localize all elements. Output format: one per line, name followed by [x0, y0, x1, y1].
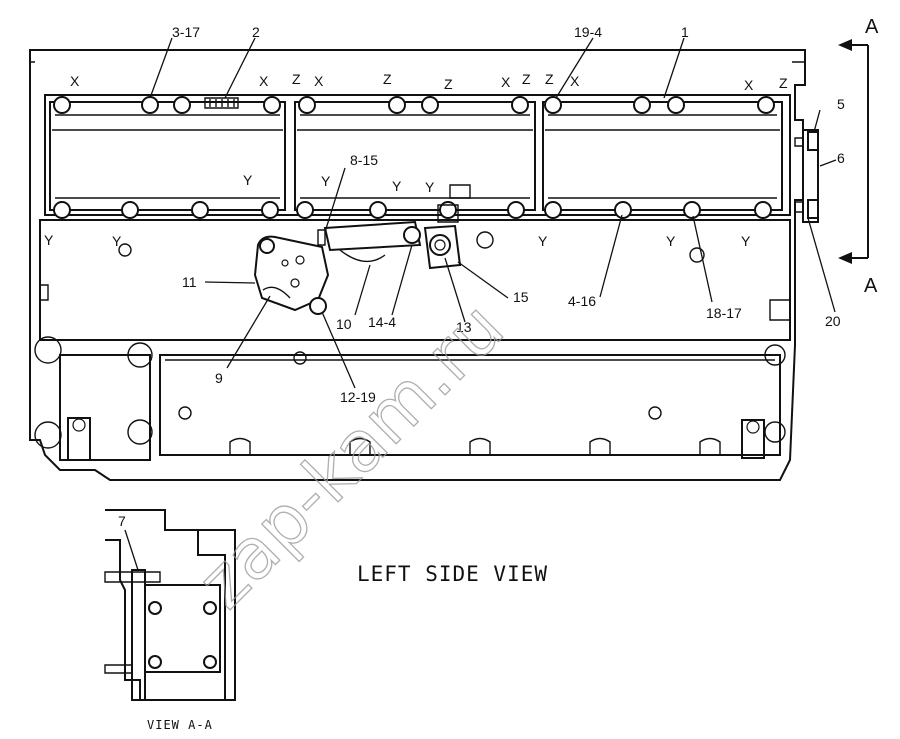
mark-y: Y: [112, 233, 122, 249]
callout-14-4: 14-4: [368, 314, 396, 330]
mark-y: Y: [44, 232, 54, 248]
callout-19-4: 19-4: [574, 24, 602, 40]
callout-2: 2: [252, 24, 260, 40]
cylinder-block-outline: [29, 49, 806, 481]
view-a-a-inset: [104, 509, 236, 701]
mark-x: X: [501, 74, 511, 90]
callout-3-17: 3-17: [172, 24, 200, 40]
cover-bolts-upper: [53, 96, 775, 114]
callout-15: 15: [513, 289, 529, 305]
callout-8-15: 8-15: [350, 152, 378, 168]
callout-20: 20: [825, 313, 841, 329]
section-marker-a-a: A A: [838, 16, 879, 297]
cover-bolts-lower: [53, 201, 772, 219]
mark-y: Y: [392, 178, 402, 194]
mark-x: X: [570, 73, 580, 89]
callout-6: 6: [837, 150, 845, 166]
mark-x: X: [259, 73, 269, 89]
view-title: LEFT SIDE VIEW: [357, 562, 548, 586]
mark-z: Z: [779, 75, 788, 91]
callout-5: 5: [837, 96, 845, 112]
mark-x: X: [70, 73, 80, 89]
callout-1: 1: [681, 24, 689, 40]
callout-4-16: 4-16: [568, 293, 596, 309]
callout-11: 11: [182, 274, 197, 290]
callout-13: 13: [456, 319, 472, 335]
mark-y: Y: [666, 233, 676, 249]
mark-y: Y: [538, 233, 548, 249]
mark-z: Z: [522, 71, 531, 87]
mark-x: X: [744, 77, 754, 93]
mark-z: Z: [383, 71, 392, 87]
mark-z: Z: [545, 71, 554, 87]
mark-y: Y: [321, 173, 331, 189]
gasket-part-2: [204, 97, 239, 109]
callout-7: 7: [118, 513, 126, 529]
bracket-assembly: [253, 184, 471, 315]
section-marker-top: A: [865, 16, 879, 38]
callout-18-17: 18-17: [706, 305, 742, 321]
leader-lines: [149, 37, 837, 389]
callout-labels: 3-17 2 19-4 1 5 6 8-15 11 10 14-4 13 15 …: [118, 24, 845, 529]
section-marker-bottom: A: [864, 275, 878, 297]
bolt-sequence-marks: X X Z X Z Z X Z Z X X Z Y Y Y Y Y Y Y Y …: [44, 71, 788, 249]
section-view-title: VIEW A-A: [147, 718, 213, 732]
mark-y: Y: [243, 172, 253, 188]
mark-z: Z: [444, 76, 453, 92]
mark-z: Z: [292, 71, 301, 87]
mark-x: X: [314, 73, 324, 89]
mark-y: Y: [425, 179, 435, 195]
callout-9: 9: [215, 370, 223, 386]
callout-12-19: 12-19: [340, 389, 376, 405]
side-plate-assembly: [794, 129, 819, 223]
callout-10: 10: [336, 316, 352, 332]
mark-y: Y: [741, 233, 751, 249]
